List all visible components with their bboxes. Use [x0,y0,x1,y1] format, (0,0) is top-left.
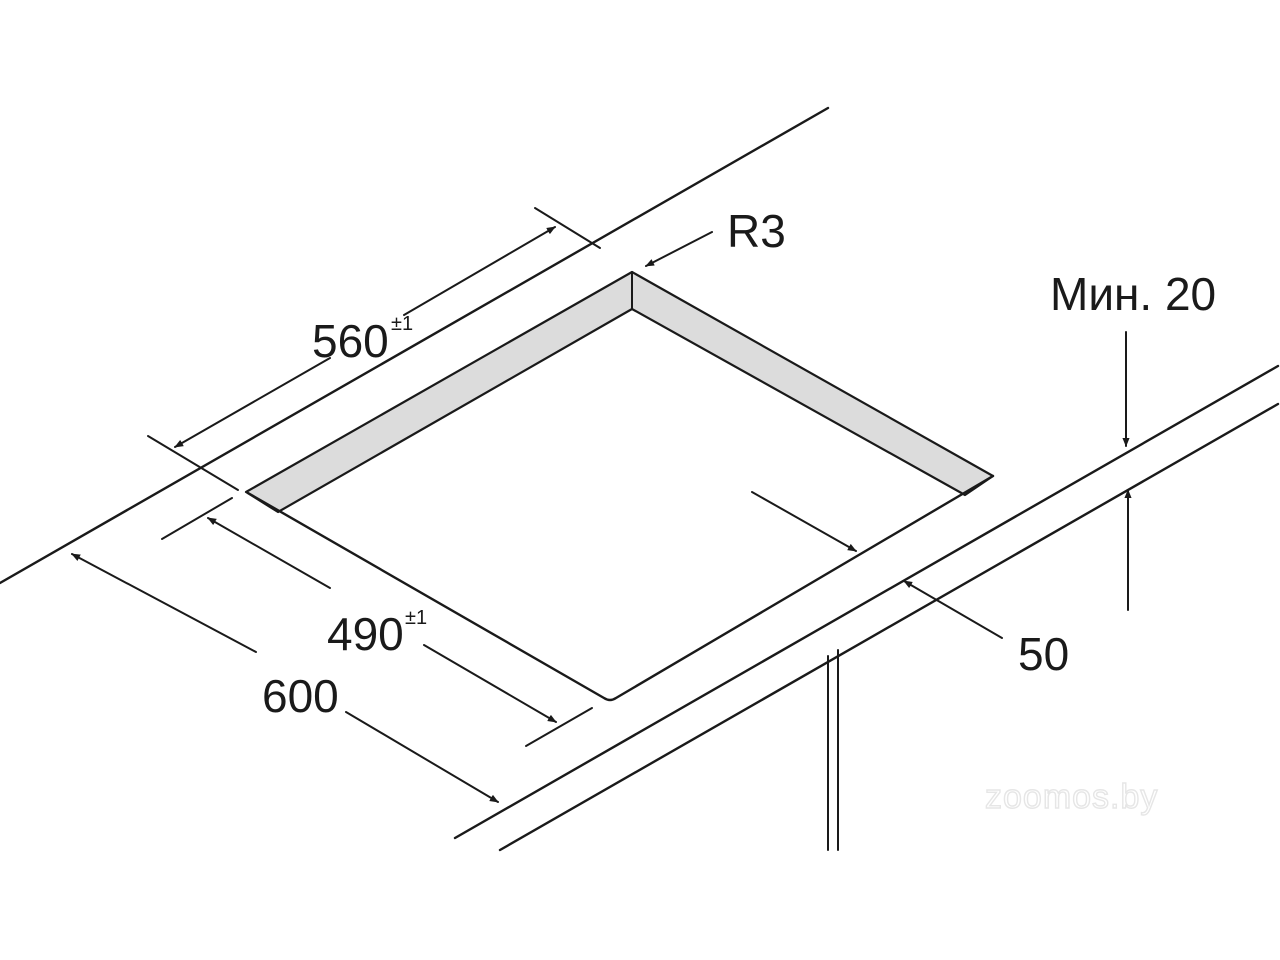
dimension-arrow [174,357,331,448]
dimension-560-tolerance: ±1 [391,313,413,335]
cutout-inner-wall [244,270,995,514]
dimension-arrow [403,226,556,316]
dimension-490-tolerance: ±1 [405,607,427,629]
dimension-50: 50 [751,491,1069,680]
dimension-min-20: Мин. 20 [1050,268,1216,611]
worktop-front-bottom-edge [498,402,1280,852]
radius-arrow [645,231,713,267]
dimension-arrow [207,517,331,589]
dimension-600: 600 [71,553,499,803]
worktop-back-edge [0,106,830,585]
extension-line [534,207,601,249]
dimension-arrow [71,553,257,653]
dimension-560: 560 ±1 [147,207,601,491]
dimension-600-value: 600 [262,670,339,722]
dimension-490: 490 ±1 [161,497,593,747]
radius-value: R3 [727,205,786,257]
cutout-outline [246,474,995,702]
extension-line [147,435,239,491]
worktop [0,106,1280,852]
dimension-arrow [345,711,499,803]
dimension-490-value: 490 [327,608,404,660]
dimension-r3: R3 [645,205,786,267]
watermark: zoomos.by [985,778,1158,816]
thickness-value: Мин. 20 [1050,268,1216,320]
extension-line [161,497,233,540]
dimension-arrow [423,644,557,723]
dimension-560-value: 560 [312,315,389,367]
distance-arrow [751,491,857,552]
distance-value: 50 [1018,628,1069,680]
cutout [244,270,995,702]
distance-arrow [903,580,1003,639]
extension-line [525,707,593,747]
worktop-front-top-edge [453,364,1280,840]
